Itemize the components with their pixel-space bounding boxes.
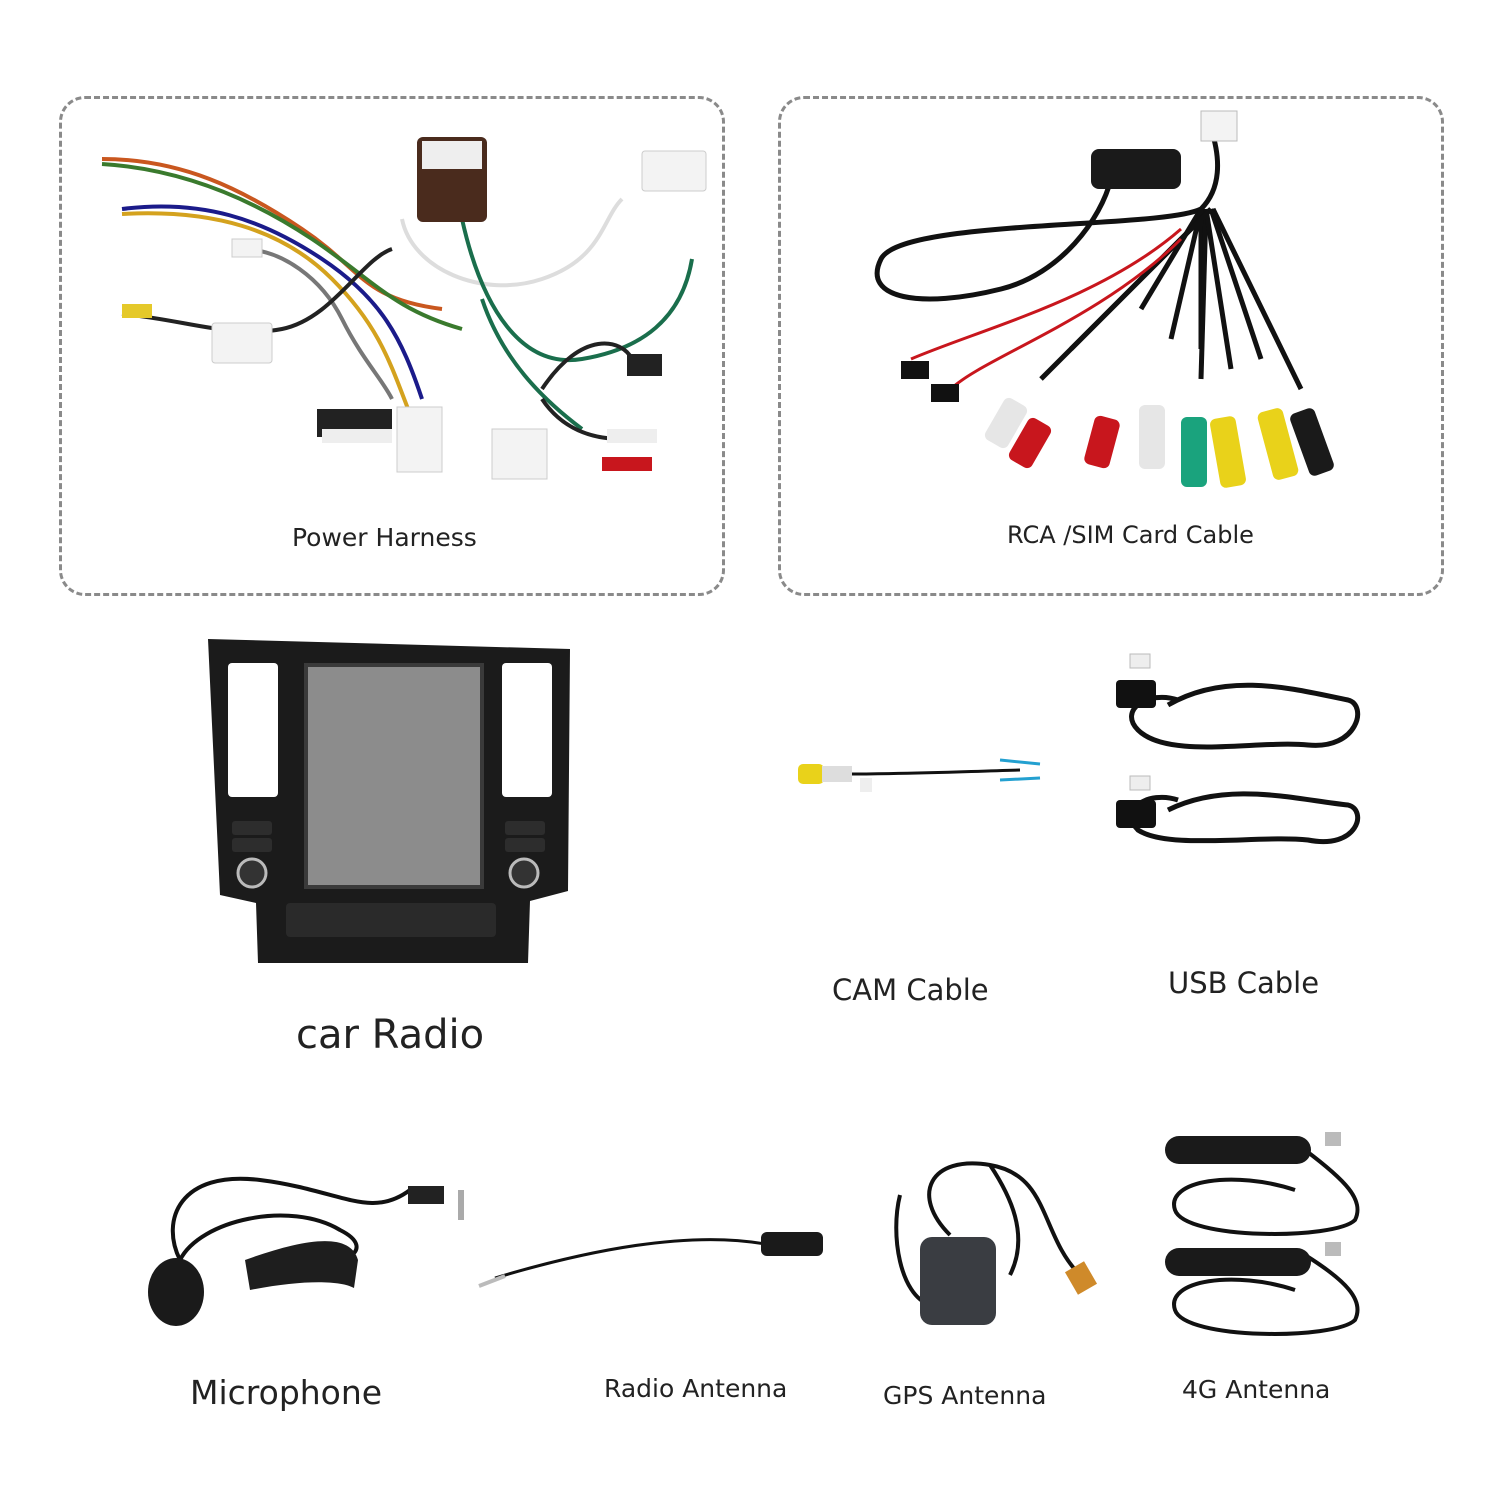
- usb-cable-label: USB Cable: [1168, 966, 1320, 1000]
- rca-sim-image: [874, 110, 1334, 488]
- cam-cable-image: [798, 758, 1041, 792]
- 4g-antenna-image: [1165, 1132, 1360, 1336]
- rca-sim-label: RCA /SIM Card Cable: [1007, 521, 1254, 549]
- power-harness-panel: [59, 96, 725, 596]
- car-radio-image: [208, 639, 570, 963]
- microphone-label: Microphone: [190, 1373, 383, 1412]
- 4g-antenna-label: 4G Antenna: [1182, 1375, 1331, 1404]
- power-harness-image: [101, 137, 707, 480]
- usb-cable-image: [1116, 653, 1360, 845]
- microphone-image: [148, 1176, 464, 1326]
- gps-antenna-label: GPS Antenna: [883, 1381, 1047, 1410]
- gps-antenna-image: [894, 1161, 1098, 1325]
- radio-antenna-image: [478, 1232, 823, 1288]
- radio-antenna-label: Radio Antenna: [604, 1374, 788, 1403]
- car-radio-label: car Radio: [296, 1012, 485, 1058]
- rca-sim-panel: [778, 96, 1444, 596]
- power-harness-label: Power Harness: [292, 523, 477, 552]
- cam-cable-label: CAM Cable: [832, 973, 989, 1007]
